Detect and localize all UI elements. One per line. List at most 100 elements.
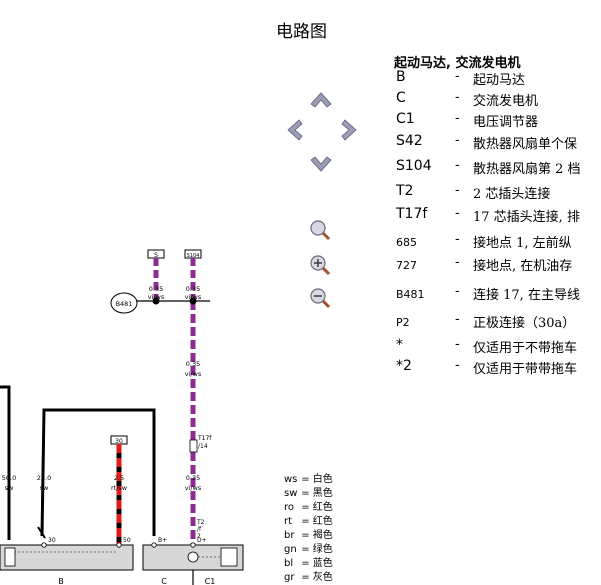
legend-code: T2 — [396, 183, 414, 199]
color-code: ws — [284, 474, 298, 485]
color-name: 白色 — [312, 474, 333, 485]
legend-desc: 接地点, 在机油存 — [473, 259, 573, 274]
wire-b-diag — [37, 526, 46, 539]
legend-item: 727 - 接地点, 在机油存 — [394, 255, 601, 275]
zoom-fit-icon[interactable] — [310, 220, 331, 241]
legend-dash: - — [455, 90, 460, 105]
legend-item: B481 - 连接 17, 在主导线 — [394, 284, 601, 304]
wire-w1-color: vi/ws — [148, 293, 165, 301]
legend-dash: - — [455, 284, 460, 299]
color-code: sw — [284, 488, 298, 499]
color-name: 褐色 — [312, 530, 333, 541]
pan-up-icon[interactable] — [310, 92, 332, 108]
color-code: gn — [284, 544, 297, 555]
legend-code: C — [396, 90, 406, 106]
legend-item: C - 交流发电机 — [394, 90, 601, 110]
color-name: 红色 — [312, 502, 333, 513]
legend-code: 685 — [396, 236, 417, 249]
legend-desc: 正极连接（30a） — [473, 316, 576, 331]
color-code: ro — [284, 502, 295, 513]
legend-code: P2 — [396, 316, 410, 329]
wire-w6-black — [40, 408, 156, 537]
legend-dash: - — [455, 133, 460, 148]
color-eq: = — [301, 502, 310, 513]
color-legend-item: gr = 灰色 — [284, 572, 333, 583]
legend-code: 727 — [396, 259, 417, 272]
terminal-c1-dplus-label: D+ — [197, 537, 207, 544]
color-name: 绿色 — [312, 544, 333, 555]
pan-right-icon[interactable] — [341, 119, 357, 141]
legend-desc: 起动马达 — [473, 73, 526, 88]
fuse-s104-label: S104 — [187, 253, 200, 259]
wire-w5-black — [0, 385, 11, 540]
legend-dash: - — [455, 183, 460, 198]
terminal-c1-dplus — [190, 542, 196, 548]
wire-w2-size: 0.35 — [186, 285, 200, 293]
legend-item: * - 仅适用于不带拖车 — [394, 337, 601, 357]
wire-w1-size: 0.35 — [149, 285, 163, 293]
color-legend-item: br = 褐色 — [284, 530, 333, 541]
legend-desc: 仅适用于带带拖车 — [473, 362, 578, 377]
legend-code: B — [396, 69, 406, 85]
legend-title: 起动马达, 交流发电机 — [394, 56, 521, 71]
component-c1-box — [220, 547, 238, 567]
legend-desc: 仅适用于不带拖车 — [473, 341, 578, 356]
legend-desc: 接地点 1, 左前纵 — [473, 236, 572, 251]
terminal-b-50 — [116, 542, 122, 548]
legend-item: T17f - 17 芯插头连接, 排 — [394, 206, 601, 226]
fuse-p2-label: 30 — [115, 438, 123, 445]
color-legend-item: sw = 黑色 — [284, 488, 333, 499]
alternator-symbol — [187, 551, 199, 563]
pan-down-icon[interactable] — [310, 156, 332, 172]
wire-w4-color: vi/ws — [185, 484, 202, 492]
color-legend-item: ws = 白色 — [284, 474, 333, 485]
legend-dash: - — [455, 337, 460, 352]
zoom-in-icon[interactable] — [310, 255, 331, 276]
color-legend-item: ro = 红色 — [284, 502, 333, 513]
connector-t2-label: T2 — [196, 519, 205, 526]
color-eq: = — [301, 558, 310, 569]
legend-desc: 2 芯插头连接 — [473, 187, 551, 202]
connector-t17f-label: T17f — [197, 435, 212, 442]
color-code: gr — [284, 572, 295, 583]
legend-code: S104 — [396, 158, 432, 174]
zoom-out-icon[interactable] — [310, 288, 331, 309]
legend-desc: 电压调节器 — [473, 115, 539, 130]
wire-w5-size: 50.0 — [2, 474, 16, 482]
connector-t2-num: 2 — [197, 533, 201, 540]
pan-left-icon[interactable] — [287, 119, 303, 141]
wire-w6-size: 25.0 — [37, 474, 51, 482]
legend-item: C1 - 电压调节器 — [394, 111, 601, 131]
wire-w2-color: vi/ws — [185, 293, 202, 301]
legend-desc: 17 芯插头连接, 排 — [473, 210, 580, 225]
terminal-b-30 — [41, 542, 47, 548]
legend-dash: - — [455, 158, 460, 173]
legend-desc: 散热器风扇单个保 — [473, 137, 578, 152]
node-b481-label: B481 — [116, 300, 133, 308]
legend-code: T17f — [396, 206, 428, 222]
legend-code: * — [396, 337, 403, 353]
legend-code: B481 — [396, 288, 425, 301]
fuse-s42-label: S — [154, 252, 158, 259]
color-eq: = — [301, 572, 310, 583]
color-eq: = — [301, 516, 310, 527]
legend-code: C1 — [396, 111, 415, 127]
node-b481 — [110, 292, 138, 314]
legend-item: S104 - 散热器风扇第 2 档 — [394, 158, 601, 178]
legend-item: 685 - 接地点 1, 左前纵 — [394, 232, 601, 252]
connector-t17f-pin: /14 — [198, 443, 208, 450]
color-name: 黑色 — [312, 488, 333, 499]
legend-dash: - — [455, 69, 460, 84]
legend-dash: - — [455, 312, 460, 327]
wire-w6-color: sw — [40, 484, 49, 492]
legend-desc: 连接 17, 在主导线 — [473, 288, 580, 303]
legend-dash: - — [455, 206, 460, 221]
terminal-b-30-label: 30 — [48, 537, 56, 544]
wire-w5-color: sw — [5, 484, 14, 492]
color-name: 红色 — [312, 516, 333, 527]
component-b-label: B — [58, 577, 64, 585]
legend-desc: 交流发电机 — [473, 94, 539, 109]
color-code: bl — [284, 558, 294, 569]
legend-item: B - 起动马达 — [394, 69, 601, 89]
